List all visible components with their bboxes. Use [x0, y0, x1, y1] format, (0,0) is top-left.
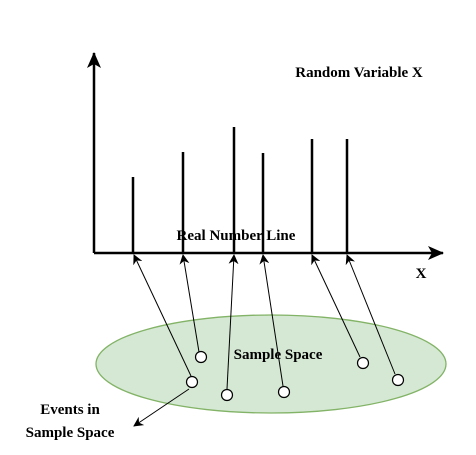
real-number-line-label: Real Number Line	[177, 228, 296, 244]
mapping-arrow	[345, 254, 396, 375]
mapping-arrow	[226, 254, 239, 390]
mapping-arrow	[179, 254, 200, 353]
mapping-arrows	[133, 254, 396, 427]
events	[185, 350, 405, 402]
events-pointer-arrow	[133, 388, 190, 427]
event-circle	[185, 375, 199, 389]
x-axis-label: X	[416, 266, 427, 282]
sample-space-label: Sample Space	[234, 347, 323, 363]
event-circle	[356, 356, 370, 370]
event-circle	[220, 388, 234, 402]
event-circle	[277, 385, 291, 399]
spikes	[131, 127, 349, 253]
sample-space-ellipse	[95, 314, 447, 414]
mapping-arrow	[259, 254, 284, 387]
events-label-line2: Sample Space	[26, 425, 115, 441]
event-circle	[391, 373, 405, 387]
random-variable-label: Random Variable X	[295, 65, 423, 81]
events-label-line1: Events in	[40, 402, 100, 418]
mapping-arrow	[311, 254, 361, 358]
event-circle	[194, 350, 208, 364]
mapping-arrow	[133, 254, 192, 377]
